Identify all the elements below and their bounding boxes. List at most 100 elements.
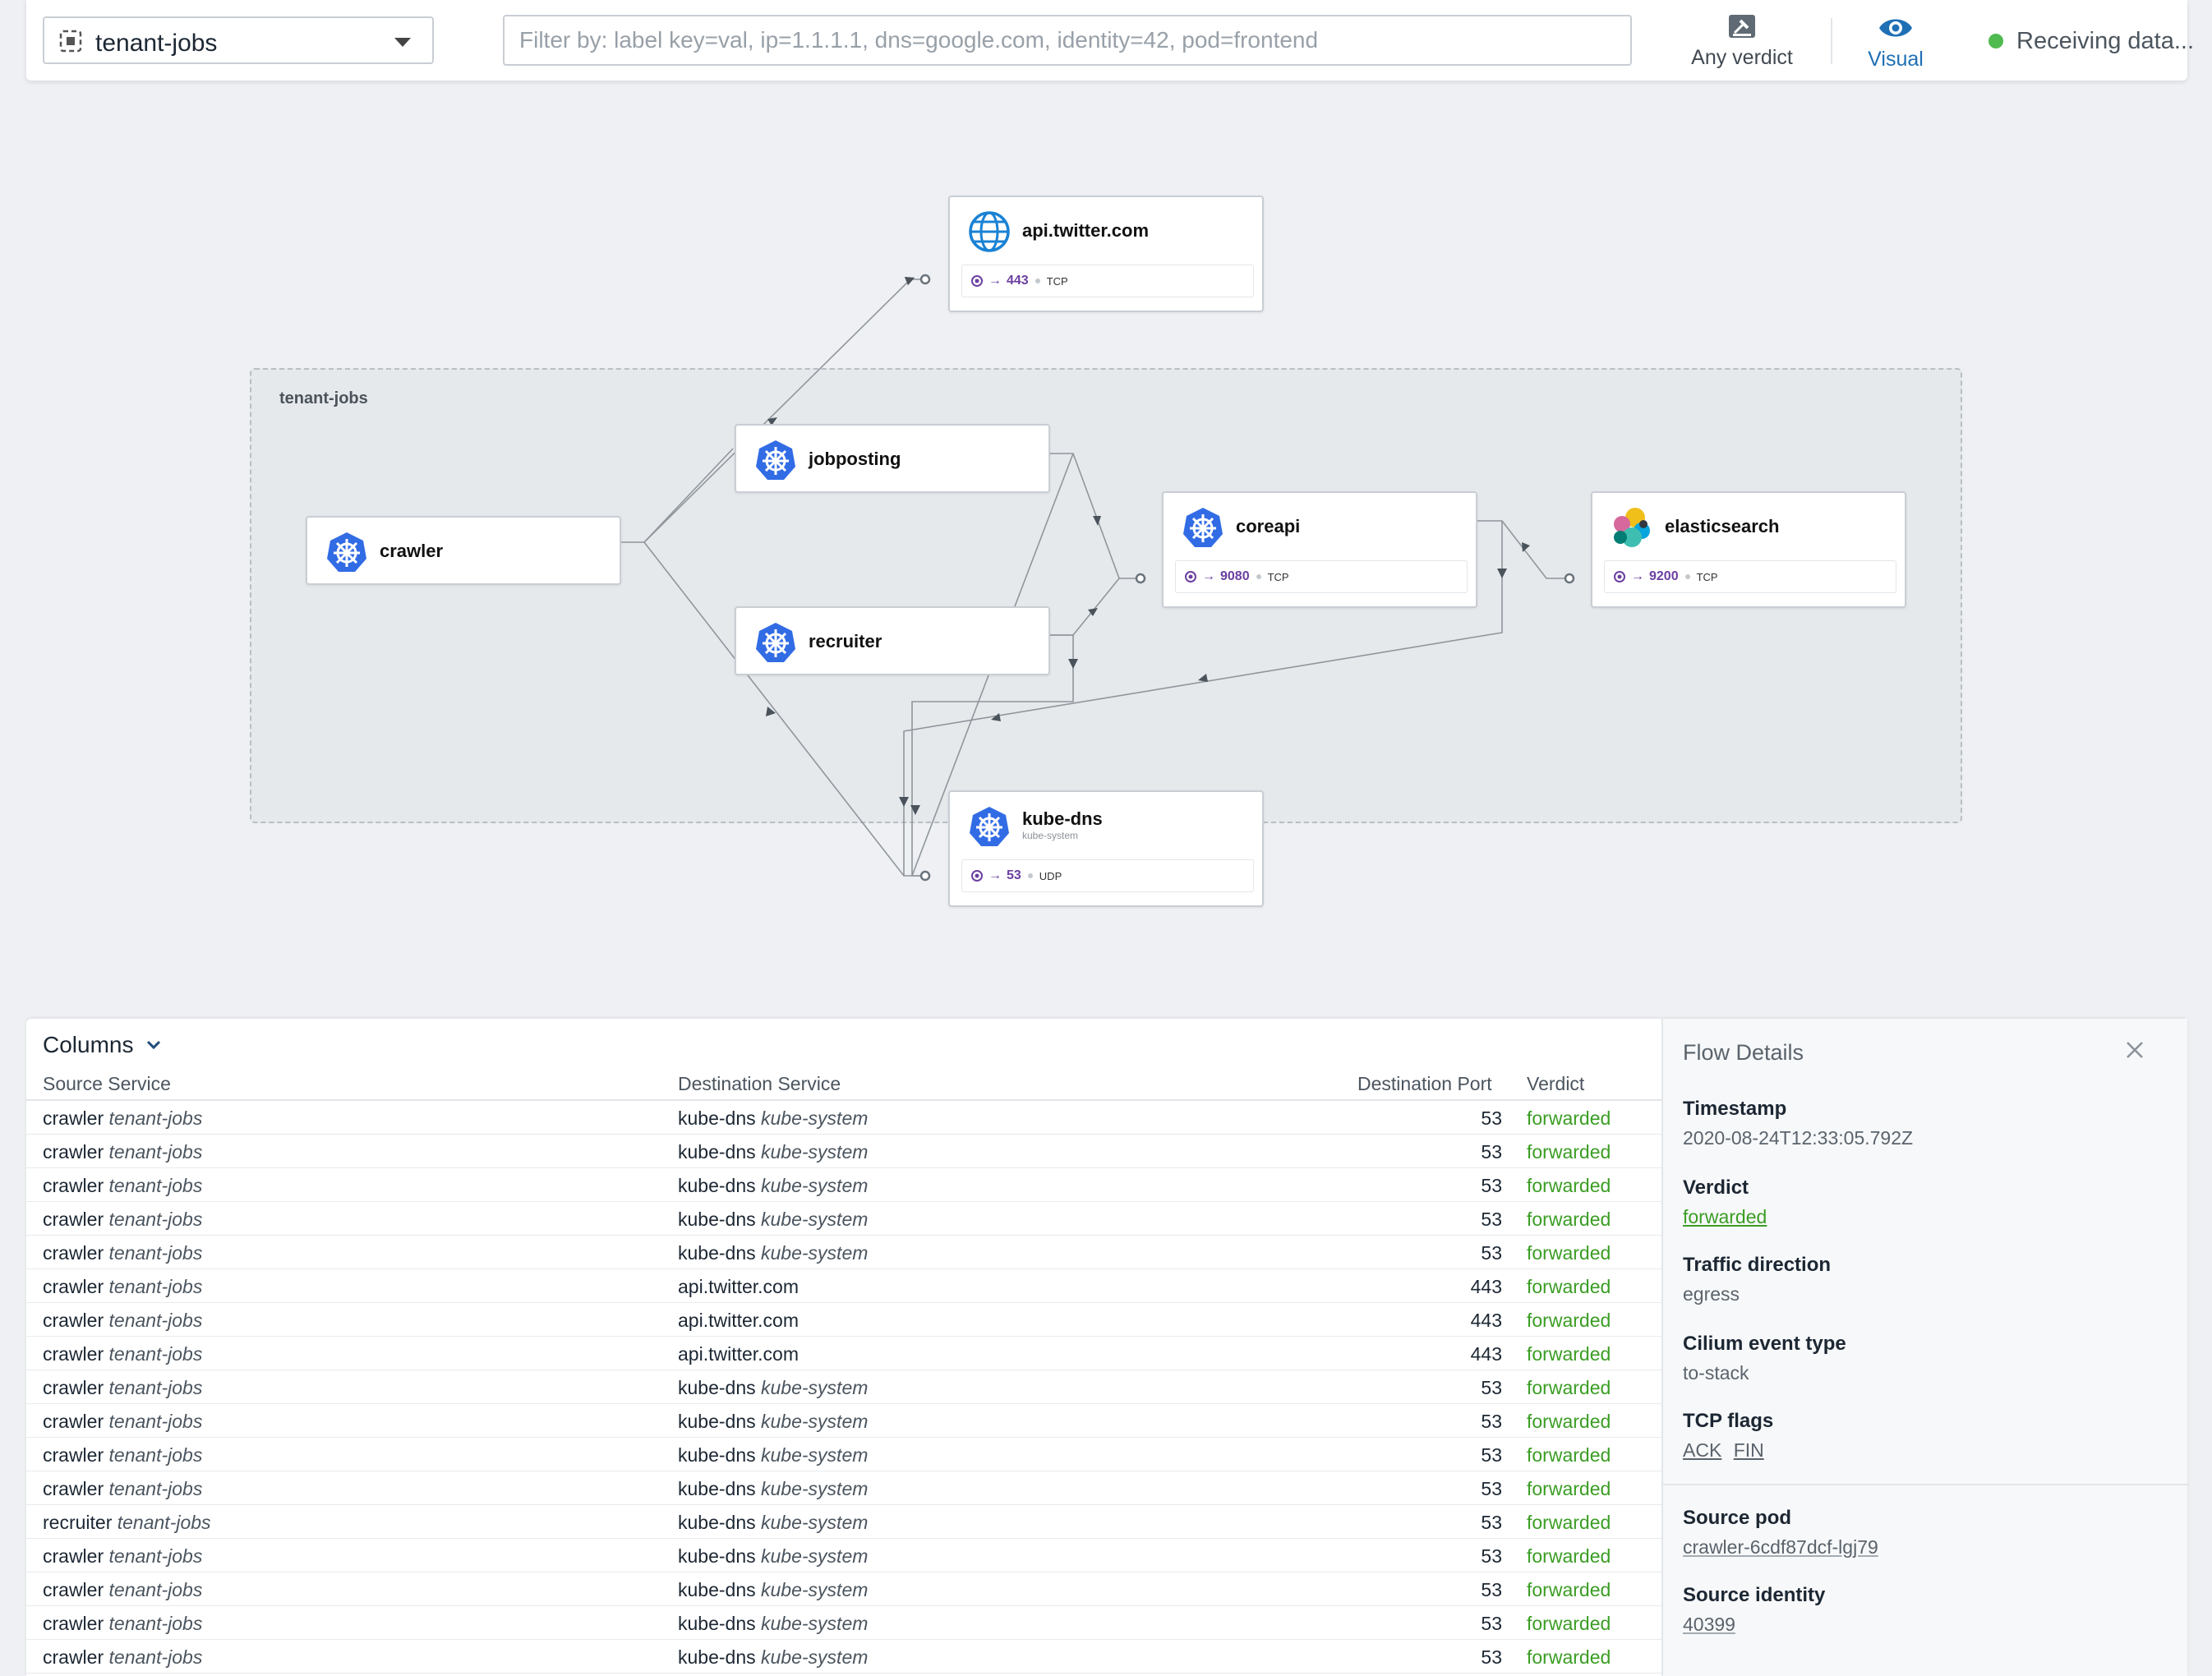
- detail-verdict-link[interactable]: forwarded: [1683, 1206, 1767, 1227]
- filter-input[interactable]: [503, 15, 1632, 66]
- cell-source: crawler tenant-jobs: [43, 1613, 202, 1635]
- service-card-crawler[interactable]: crawler: [306, 516, 621, 585]
- namespace-select[interactable]: tenant-jobs: [43, 16, 434, 64]
- chevron-down-icon: [147, 1040, 161, 1050]
- source-service: crawler: [43, 1107, 104, 1129]
- destination-service: kube-dns: [678, 1613, 756, 1634]
- arrow-jobposting-coreapi: [1093, 516, 1101, 526]
- cell-verdict: forwarded: [1527, 1545, 1611, 1567]
- edge-crawler-kubedns: [643, 541, 925, 877]
- detail-label: Source identity: [1683, 1584, 1826, 1606]
- source-namespace: tenant-jobs: [108, 1343, 203, 1365]
- service-card-twitter[interactable]: api.twitter.com → 443 TCP: [948, 196, 1264, 312]
- cell-destination-port: 443: [1470, 1343, 1502, 1365]
- destination-namespace: kube-system: [761, 1175, 869, 1196]
- port-arrow: →: [988, 274, 1002, 288]
- cell-destination: kube-dns kube-system: [678, 1411, 868, 1433]
- cell-destination: kube-dns kube-system: [678, 1478, 868, 1500]
- verdict-filter-button[interactable]: Any verdict: [1660, 12, 1824, 71]
- source-namespace: tenant-jobs: [108, 1478, 203, 1499]
- header-source-service[interactable]: Source Service: [43, 1073, 171, 1094]
- header-verdict[interactable]: Verdict: [1527, 1073, 1585, 1094]
- service-card-recruiter[interactable]: recruiter: [735, 606, 1050, 675]
- source-service: crawler: [43, 1444, 104, 1466]
- destination-service: kube-dns: [678, 1646, 756, 1668]
- cell-verdict: forwarded: [1527, 1209, 1611, 1230]
- service-map[interactable]: tenant-jobs: [0, 90, 2212, 1011]
- detail-tcp-flags: TCP flags ACK FIN: [1683, 1410, 1773, 1462]
- namespace-icon: [59, 30, 82, 53]
- service-card-kubedns[interactable]: kube-dns kube-system → 53 UDP: [948, 790, 1264, 907]
- source-pod-link[interactable]: crawler-6cdf87dcf-lgj79: [1683, 1536, 1878, 1558]
- source-namespace: tenant-jobs: [108, 1209, 203, 1230]
- columns-label: Columns: [43, 1032, 134, 1057]
- kubernetes-icon: [756, 623, 795, 662]
- port-separator: [1256, 574, 1261, 579]
- flow-details-panel: Flow Details Timestamp 2020-08-24T12:33:…: [1661, 1019, 2189, 1676]
- source-namespace: tenant-jobs: [108, 1141, 203, 1163]
- port-protocol: TCP: [1267, 570, 1289, 583]
- service-card-coreapi[interactable]: coreapi → 9080 TCP: [1162, 491, 1477, 608]
- visual-toggle-button[interactable]: Visual: [1842, 12, 1949, 71]
- cell-verdict: forwarded: [1527, 1512, 1611, 1533]
- port-protocol: UDP: [1039, 869, 1062, 882]
- arrow-coreapi-elasticsearch: [1522, 542, 1530, 552]
- kubernetes-icon: [1183, 508, 1223, 547]
- source-namespace: tenant-jobs: [108, 1276, 203, 1297]
- cell-verdict: forwarded: [1527, 1310, 1611, 1331]
- close-icon[interactable]: [2123, 1038, 2146, 1061]
- destination-namespace: kube-system: [761, 1512, 869, 1533]
- arrow-kubedns-1: [899, 797, 909, 807]
- tcp-flag[interactable]: ACK: [1683, 1439, 1722, 1461]
- port-separator: [1684, 574, 1690, 579]
- source-namespace: tenant-jobs: [108, 1242, 203, 1264]
- cell-source: crawler tenant-jobs: [43, 1141, 202, 1163]
- cell-destination: kube-dns kube-system: [678, 1512, 868, 1534]
- cell-destination: kube-dns kube-system: [678, 1242, 868, 1264]
- detail-verdict: Verdict forwarded: [1683, 1176, 1767, 1228]
- arrow-left-2: [991, 713, 1001, 721]
- source-identity-link[interactable]: 40399: [1683, 1614, 1735, 1635]
- port-separator: [1035, 279, 1040, 283]
- source-namespace: tenant-jobs: [108, 1175, 203, 1196]
- service-card-jobposting[interactable]: jobposting: [735, 424, 1050, 493]
- top-bar: tenant-jobs Any verdict Visual Receiving…: [26, 0, 2194, 81]
- cell-destination-port: 53: [1481, 1545, 1502, 1567]
- header-destination-port[interactable]: Destination Port: [1357, 1073, 1492, 1094]
- cell-destination-port: 53: [1481, 1646, 1502, 1668]
- flows-table-body: crawler tenant-jobs kube-dns kube-system 5…: [26, 1101, 1661, 1674]
- header-destination-service[interactable]: Destination Service: [678, 1073, 841, 1094]
- cell-verdict: forwarded: [1527, 1175, 1611, 1196]
- cell-destination: kube-dns kube-system: [678, 1377, 868, 1399]
- service-card-elasticsearch[interactable]: elasticsearch → 9200 TCP: [1591, 491, 1906, 608]
- columns-button[interactable]: Columns: [43, 1029, 163, 1061]
- detail-source-pod: Source pod crawler-6cdf87dcf-lgj79: [1683, 1507, 1878, 1559]
- source-service: crawler: [43, 1579, 104, 1600]
- status-text: Receiving data...: [2016, 27, 2195, 54]
- tcp-flag[interactable]: FIN: [1733, 1439, 1764, 1461]
- cell-verdict: forwarded: [1527, 1613, 1611, 1634]
- namespace-box-label: tenant-jobs: [279, 389, 368, 407]
- cell-destination-port: 53: [1481, 1411, 1502, 1432]
- arrow-kubedns-2: [910, 805, 920, 815]
- destination-service: kube-dns: [678, 1579, 756, 1600]
- port-arrow: →: [1202, 569, 1215, 583]
- cell-destination: api.twitter.com: [678, 1310, 799, 1332]
